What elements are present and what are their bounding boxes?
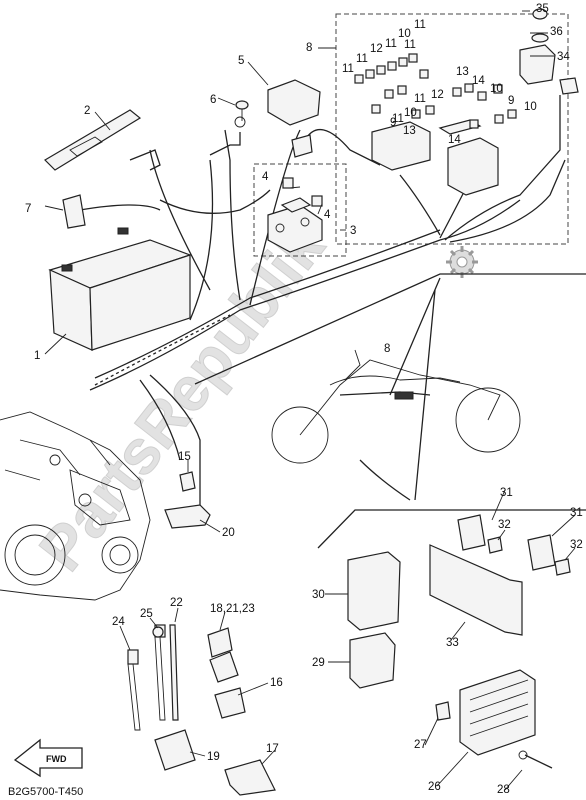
- callout-11g: 11: [392, 113, 404, 125]
- battery-bolt: [235, 100, 249, 110]
- callout-13b: 13: [403, 125, 416, 137]
- callout-10d: 10: [404, 107, 417, 119]
- screw-15: [179, 471, 196, 492]
- callout-10b: 10: [490, 83, 503, 95]
- callout-32b: 32: [570, 539, 583, 551]
- gear-logo-icon: [446, 246, 478, 278]
- callout-27: 27: [414, 739, 427, 751]
- callout-1: 1: [34, 350, 40, 362]
- callout-10a: 10: [398, 28, 411, 40]
- inset-top-line: [194, 273, 586, 385]
- clamp-27: [435, 701, 451, 721]
- callout-25: 25: [140, 608, 153, 620]
- sensor-assembly: [519, 8, 579, 95]
- callout-28: 28: [497, 784, 510, 796]
- callout-5: 5: [238, 55, 244, 67]
- callout-11e: 11: [404, 39, 416, 51]
- connector-5: [291, 134, 313, 158]
- starter-relay-box: [253, 163, 347, 257]
- inset-pointer-lines: [389, 277, 441, 501]
- callout-12b: 12: [431, 89, 444, 101]
- callout-13a: 13: [456, 66, 469, 78]
- callout-30: 30: [312, 589, 325, 601]
- inset-pointer-curve: [359, 459, 411, 501]
- callout-33: 33: [446, 637, 459, 649]
- callout-16: 16: [270, 677, 283, 689]
- inset-bottom-line: [317, 509, 586, 549]
- fuse-32a: [487, 536, 503, 554]
- callout-31a: 31: [500, 487, 513, 499]
- diagram-code: B2G5700-T450: [8, 786, 83, 798]
- bolt-28: [518, 750, 528, 760]
- engine-outline: [0, 411, 151, 601]
- callout-2: 2: [84, 105, 90, 117]
- callout-10c: 10: [524, 101, 537, 113]
- relay-31b: [527, 534, 556, 571]
- bolt-icon: [234, 116, 246, 128]
- terminal-cover: [62, 194, 86, 229]
- motorcycle-outline: [271, 349, 521, 464]
- callout-34: 34: [557, 51, 570, 63]
- callout-7: 7: [25, 203, 31, 215]
- bracket-33: [429, 544, 523, 636]
- callout-11b: 11: [356, 53, 368, 65]
- sensor-20: [164, 504, 211, 529]
- callout-35: 35: [536, 3, 549, 15]
- callout-26: 26: [428, 781, 441, 793]
- battery-band: [44, 109, 142, 171]
- callout-3: 3: [350, 225, 356, 237]
- callout-32a: 32: [498, 519, 511, 531]
- fuse-box: [354, 53, 517, 196]
- callout-19: 19: [207, 751, 220, 763]
- callout-11f: 11: [414, 93, 426, 105]
- callout-4b: 4: [324, 209, 331, 221]
- callout-29: 29: [312, 657, 325, 669]
- callout-4a: 4: [262, 171, 269, 183]
- callout-15: 15: [178, 451, 191, 463]
- callout-9a: 9: [508, 95, 514, 107]
- leader-lines: [44, 10, 576, 791]
- callout-9b: 9: [390, 117, 396, 129]
- callout-8-top: 8: [306, 42, 312, 54]
- callout-20: 20: [222, 527, 235, 539]
- callout-12a: 12: [370, 43, 383, 55]
- callout-24: 24: [112, 616, 125, 628]
- callout-11d: 11: [414, 19, 426, 31]
- callout-22: 22: [170, 597, 183, 609]
- callout-8-inset: 8: [384, 343, 390, 355]
- callout-17: 17: [266, 743, 279, 755]
- fuse-32b: [554, 558, 571, 576]
- callout-11c: 11: [385, 38, 397, 50]
- callout-36: 36: [550, 26, 563, 38]
- relay-29: [349, 632, 396, 689]
- relay-group-box: [335, 13, 569, 245]
- callout-14b: 14: [448, 134, 461, 146]
- wire-harness: [79, 95, 566, 505]
- callout-6: 6: [210, 94, 216, 106]
- starter-relay: [267, 177, 323, 253]
- relay-5: [267, 79, 321, 126]
- ecu-30: [347, 551, 401, 631]
- electrical-components-lower: [347, 514, 571, 769]
- fwd-arrow-icon: FWD: [13, 738, 83, 778]
- regulator-26: [459, 669, 536, 756]
- callout-14a: 14: [472, 75, 485, 87]
- callout-labels: 35 36 34 8 11 11 12 11 10 11 11 5 13 14 …: [25, 3, 583, 796]
- battery: [48, 227, 192, 351]
- relay-31a: [457, 514, 486, 551]
- callout-18-21-23: 18,21,23: [210, 603, 255, 615]
- callout-11a: 11: [342, 63, 354, 75]
- clamps-and-ties: [127, 624, 276, 796]
- fwd-label: FWD: [46, 754, 67, 764]
- callout-31b: 31: [570, 507, 583, 519]
